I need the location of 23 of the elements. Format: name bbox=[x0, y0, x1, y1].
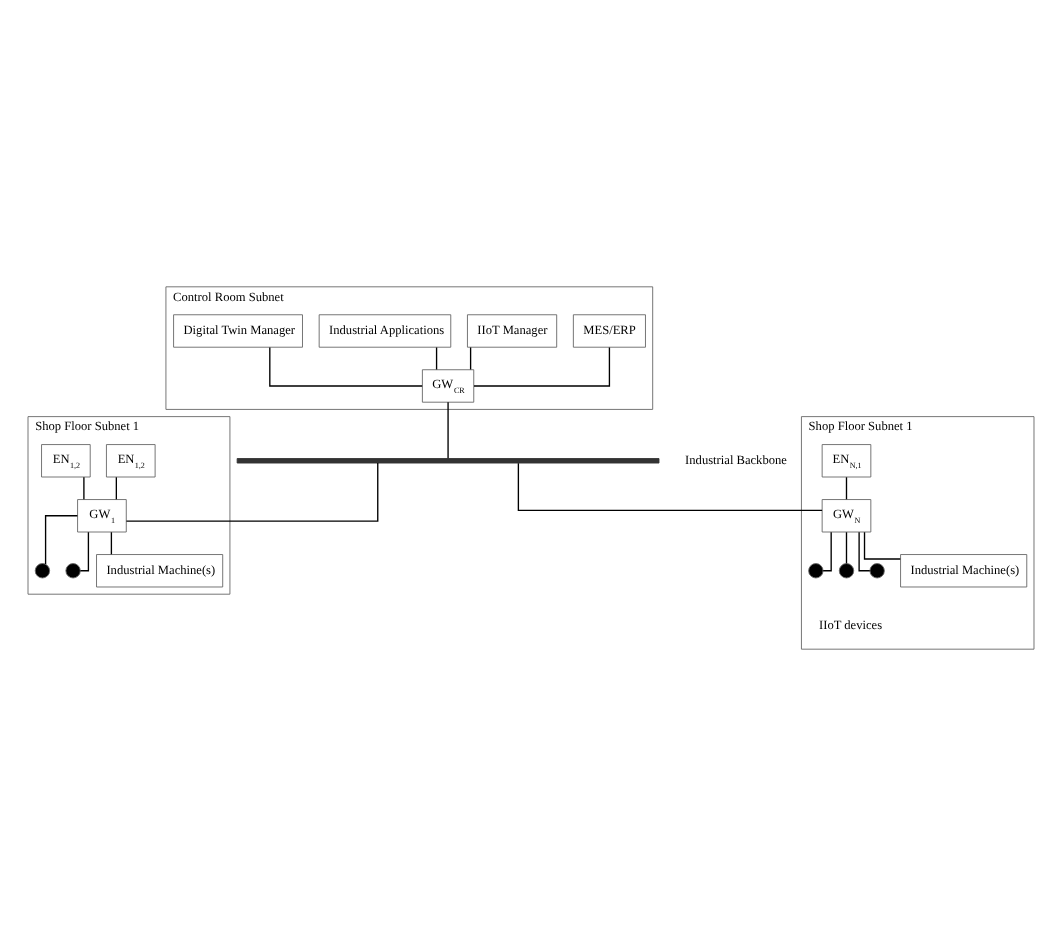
node-circle bbox=[34, 563, 51, 579]
connector bbox=[517, 462, 823, 512]
node-circle bbox=[838, 563, 855, 579]
connector bbox=[858, 531, 871, 572]
node-circle bbox=[808, 563, 824, 579]
connector bbox=[83, 476, 85, 500]
connector bbox=[863, 531, 901, 560]
node-circle bbox=[869, 563, 885, 579]
connector bbox=[469, 346, 472, 371]
node-bar bbox=[236, 458, 660, 464]
connector bbox=[845, 531, 848, 565]
connector bbox=[44, 515, 79, 565]
connector bbox=[435, 346, 438, 371]
connector bbox=[822, 531, 832, 572]
connector bbox=[110, 531, 113, 555]
connector bbox=[125, 462, 379, 522]
connector bbox=[115, 476, 118, 500]
connector bbox=[447, 401, 449, 459]
connector bbox=[269, 346, 423, 387]
node-circle bbox=[65, 563, 81, 579]
connector bbox=[79, 531, 90, 572]
connector bbox=[845, 476, 848, 500]
connector bbox=[473, 346, 611, 387]
